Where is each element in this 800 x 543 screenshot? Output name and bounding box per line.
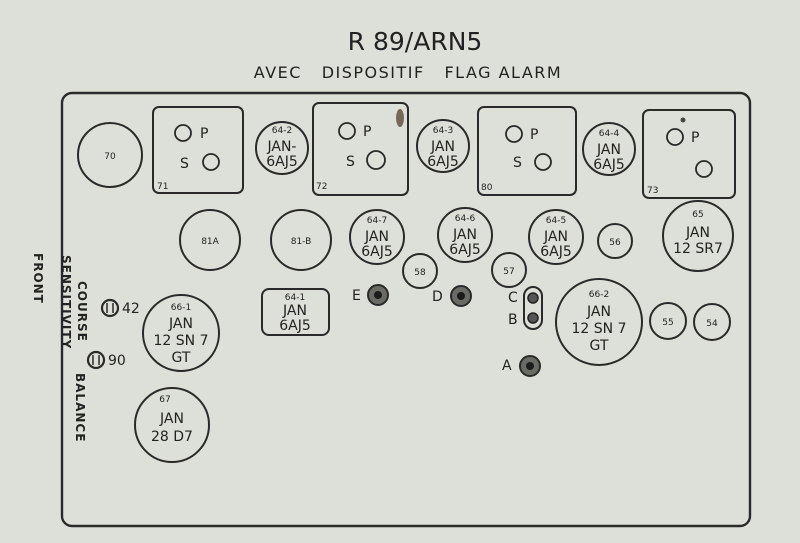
svg-text:73: 73 <box>647 186 658 196</box>
svg-text:56: 56 <box>609 238 621 248</box>
front-label: FRONT <box>31 253 45 304</box>
chassis-outline <box>60 91 752 528</box>
svg-text:JAN: JAN <box>159 411 184 427</box>
test-point-d[interactable]: D <box>432 285 472 307</box>
svg-text:GT: GT <box>172 350 191 366</box>
course-label: COURSE <box>75 281 89 342</box>
test-point-a[interactable]: A <box>502 355 541 377</box>
svg-text:80: 80 <box>481 183 493 193</box>
tube-57: 57 <box>491 252 527 288</box>
svg-text:72: 72 <box>316 182 327 192</box>
svg-text:C: C <box>508 290 518 306</box>
control-42[interactable]: 42 <box>100 298 140 318</box>
svg-text:66-1: 66-1 <box>171 303 191 313</box>
svg-text:58: 58 <box>414 268 426 278</box>
tube-66-1: 66-1 JAN 12 SN 7 GT <box>142 294 220 372</box>
tube-70: 70 <box>77 122 143 188</box>
svg-text:JAN: JAN <box>543 229 568 245</box>
tube-64-6: 64-6 JAN 6AJ5 <box>437 207 493 263</box>
svg-text:A: A <box>502 358 512 374</box>
svg-text:81-B: 81-B <box>291 237 312 247</box>
control-90[interactable]: 90 <box>86 350 126 370</box>
tube-81a: 81A <box>179 209 241 271</box>
svg-text:28 D7: 28 D7 <box>151 429 193 445</box>
svg-text:64-2: 64-2 <box>272 126 292 136</box>
svg-text:54: 54 <box>706 319 718 329</box>
svg-text:64-4: 64-4 <box>599 129 620 139</box>
tube-81b: 81-B <box>270 209 332 271</box>
svg-text:71: 71 <box>157 182 168 192</box>
svg-text:67: 67 <box>159 395 170 405</box>
svg-text:64-3: 64-3 <box>433 126 453 136</box>
tube-55: 55 <box>649 302 687 340</box>
svg-text:64-7: 64-7 <box>367 216 387 226</box>
svg-text:P: P <box>691 130 699 146</box>
svg-text:P: P <box>530 127 538 143</box>
svg-text:6AJ5: 6AJ5 <box>593 157 625 173</box>
svg-text:P: P <box>200 126 208 142</box>
tube-58: 58 <box>402 253 438 289</box>
svg-text:S: S <box>513 155 522 171</box>
tube-64-3: 64-3 JAN 6AJ5 <box>416 119 470 173</box>
svg-text:GT: GT <box>590 338 609 354</box>
svg-text:D: D <box>432 289 443 305</box>
svg-text:65: 65 <box>692 210 703 220</box>
tube-54: 54 <box>693 303 731 341</box>
svg-text:P: P <box>363 124 371 140</box>
tube-64-1: 64-1 JAN 6AJ5 <box>261 288 330 336</box>
tube-66-2: 66-2 JAN 12 SN 7 GT <box>555 278 643 366</box>
svg-text:70: 70 <box>104 152 116 162</box>
tube-64-5: 64-5 JAN 6AJ5 <box>528 209 584 265</box>
svg-text:12 SR7: 12 SR7 <box>673 241 723 257</box>
diagram-title: R 89/ARN5 <box>348 27 483 56</box>
svg-text:66-2: 66-2 <box>589 290 609 300</box>
svg-text:JAN: JAN <box>430 139 455 155</box>
svg-text:S: S <box>180 156 189 172</box>
control-90-label: 90 <box>108 353 126 369</box>
svg-text:12 SN 7: 12 SN 7 <box>572 321 627 337</box>
tube-56: 56 <box>597 223 633 259</box>
sensitivity-label: SENSITIVITY <box>59 255 73 349</box>
svg-text:JAN: JAN <box>586 304 611 320</box>
control-42-label: 42 <box>122 301 140 317</box>
svg-text:6AJ5: 6AJ5 <box>449 242 481 258</box>
svg-text:57: 57 <box>503 267 514 277</box>
tube-65: 65 JAN 12 SR7 <box>662 200 734 272</box>
svg-text:64-6: 64-6 <box>455 214 476 224</box>
tube-64-7: 64-7 JAN 6AJ5 <box>349 209 405 265</box>
svg-text:6AJ5: 6AJ5 <box>361 244 393 260</box>
box-73: P 73 <box>642 109 736 199</box>
svg-text:JAN: JAN <box>596 142 621 158</box>
test-point-cb[interactable]: C B <box>508 286 543 330</box>
box-72: P S 72 <box>312 102 409 196</box>
svg-text:S: S <box>346 154 355 170</box>
diagram-subtitle: AVEC DISPOSITIF FLAG ALARM <box>254 63 562 82</box>
tube-67: 67 JAN 28 D7 <box>134 387 210 463</box>
box-71: P S 71 <box>152 106 244 194</box>
svg-text:64-5: 64-5 <box>546 216 566 226</box>
svg-text:6AJ5: 6AJ5 <box>266 154 298 170</box>
svg-text:JAN-: JAN- <box>267 139 297 155</box>
test-point-e[interactable]: E <box>352 284 389 306</box>
svg-text:JAN: JAN <box>364 229 389 245</box>
balance-label: BALANCE <box>73 373 87 442</box>
svg-text:6AJ5: 6AJ5 <box>540 244 572 260</box>
svg-text:JAN: JAN <box>168 316 193 332</box>
svg-text:JAN: JAN <box>282 303 307 319</box>
tube-64-4: 64-4 JAN 6AJ5 <box>582 122 636 176</box>
box-80: P S 80 <box>477 106 577 196</box>
svg-text:55: 55 <box>662 318 673 328</box>
svg-text:6AJ5: 6AJ5 <box>427 154 459 170</box>
svg-text:12 SN 7: 12 SN 7 <box>154 333 209 349</box>
svg-text:E: E <box>352 288 361 304</box>
svg-text:JAN: JAN <box>685 225 710 241</box>
svg-text:64-1: 64-1 <box>285 293 305 303</box>
svg-text:JAN: JAN <box>452 227 477 243</box>
tube-64-2: 64-2 JAN- 6AJ5 <box>255 121 309 175</box>
svg-text:81A: 81A <box>201 237 219 247</box>
svg-text:6AJ5: 6AJ5 <box>279 318 311 334</box>
svg-text:B: B <box>508 312 518 328</box>
